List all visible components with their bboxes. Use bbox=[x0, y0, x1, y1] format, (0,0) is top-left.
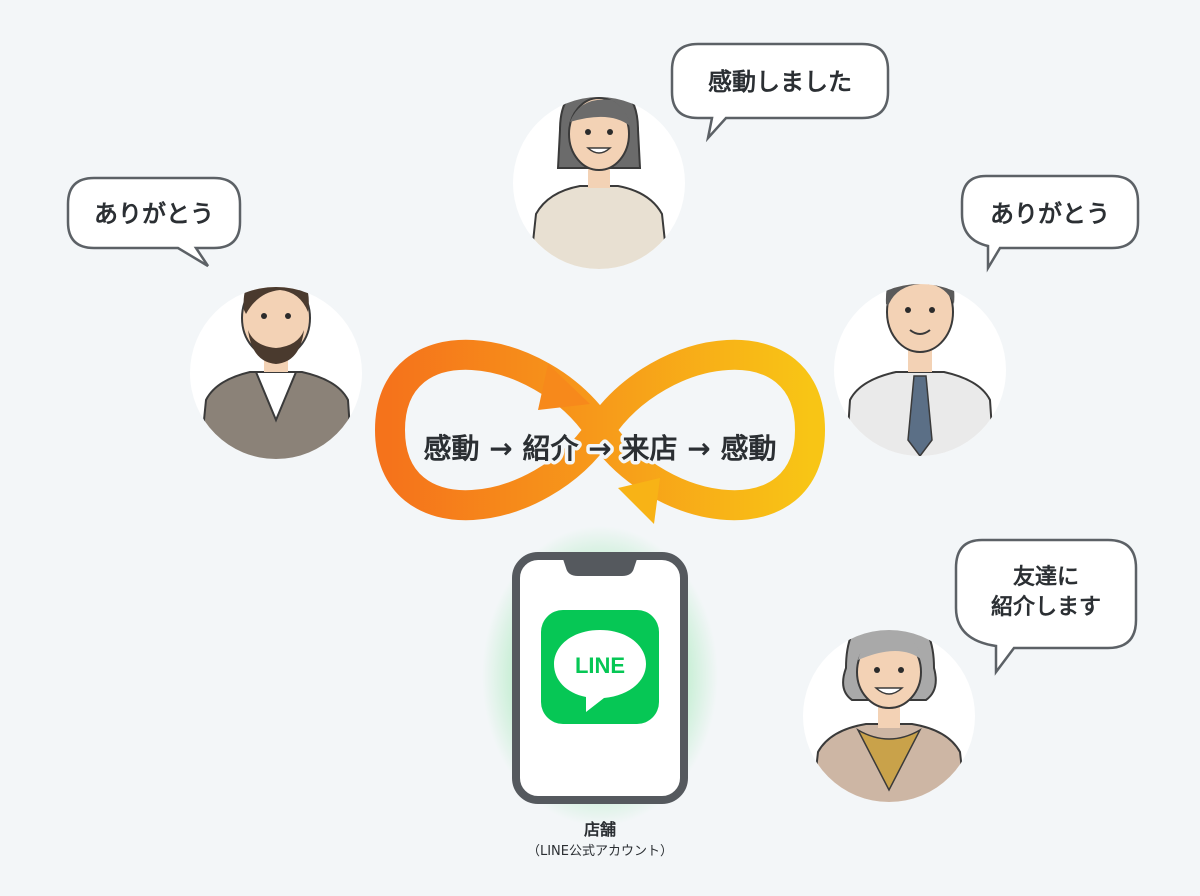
bubble-refer-line1: 友達に bbox=[1013, 564, 1079, 590]
bubble-refer-line2: 紹介します bbox=[991, 594, 1101, 620]
infinity-arrowhead-upper bbox=[538, 364, 590, 410]
cycle-word-2: 紹介 bbox=[523, 432, 580, 465]
line-logo-text: LINE bbox=[575, 653, 625, 678]
bubble-right-text: ありがとう bbox=[990, 200, 1110, 228]
cycle-arrow-3: → bbox=[687, 432, 720, 465]
customer-man-tie-icon bbox=[834, 284, 1006, 456]
bubble-top-text: 感動しました bbox=[708, 68, 852, 96]
cycle-word-4: 感動 bbox=[720, 432, 776, 465]
svg-text:感動 → 紹介 →: 感動 → 紹介 → 来店 → 感動 bbox=[424, 432, 777, 465]
cycle-caption: 感動 → 紹介 → 来店 → 感動 bbox=[420, 429, 780, 469]
bubble-left-text: ありがとう bbox=[94, 200, 214, 228]
speech-bubble-top-moved: 感動しました bbox=[670, 42, 890, 143]
speech-bubble-right-thanks: ありがとう bbox=[960, 174, 1140, 273]
speech-bubble-left-thanks: ありがとう bbox=[66, 176, 242, 268]
store-label: 店舗 bbox=[583, 820, 616, 839]
infinity-arrowhead-lower bbox=[618, 478, 660, 524]
customer-woman-icon bbox=[513, 97, 685, 269]
infinity-loop-icon bbox=[375, 340, 825, 524]
cycle-arrow-1: → bbox=[489, 432, 522, 465]
customer-man-beard-icon bbox=[190, 287, 362, 459]
speech-bubble-refer: 友達に 紹介します bbox=[954, 538, 1138, 676]
cycle-arrow-2: → bbox=[588, 432, 621, 465]
smartphone-icon: LINE bbox=[482, 526, 718, 826]
cycle-word-3: 来店 bbox=[621, 432, 677, 465]
customer-elderly-woman-icon bbox=[803, 630, 975, 802]
store-sublabel: （LINE公式アカウント） bbox=[526, 844, 673, 859]
line-app-icon: LINE bbox=[541, 610, 659, 724]
cycle-word-1: 感動 bbox=[424, 432, 480, 465]
